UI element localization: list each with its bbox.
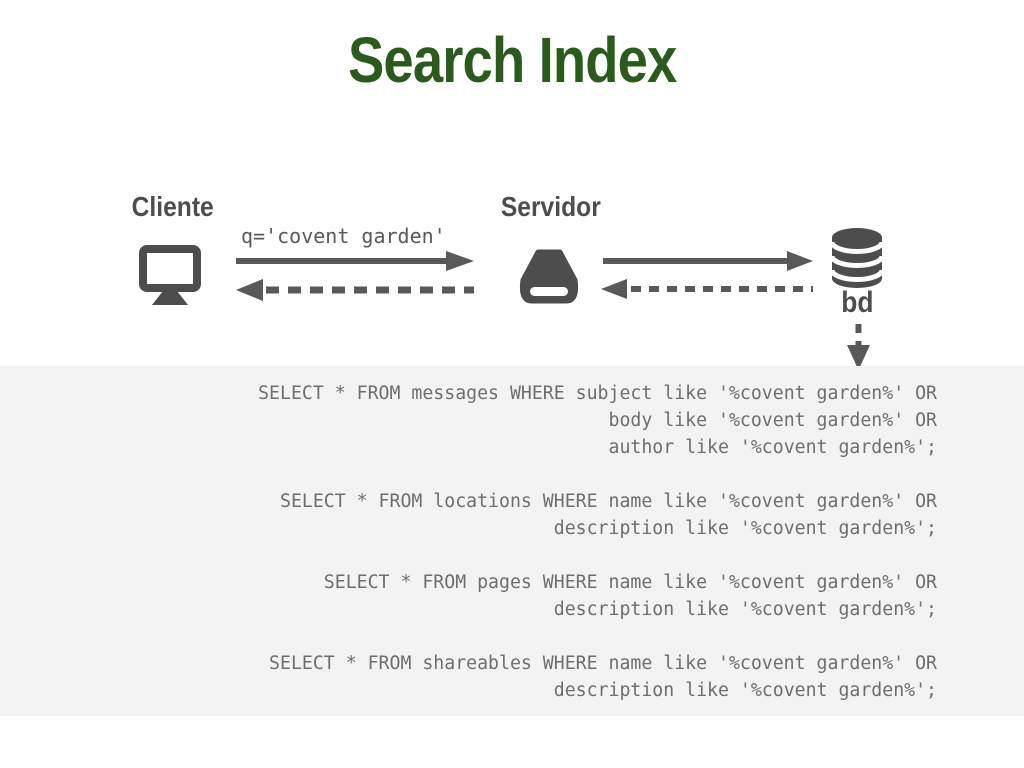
server-label: Servidor: [501, 191, 601, 222]
client-label: Cliente: [131, 191, 214, 222]
monitor-icon: [139, 245, 201, 305]
database-cylinder-icon: [831, 228, 883, 288]
database-label: bd: [840, 286, 874, 319]
page-title: Search Index: [0, 28, 1024, 92]
arrow-down-dashed-icon: [847, 324, 870, 370]
sql-queries-text: SELECT * FROM messages WHERE subject lik…: [258, 383, 937, 701]
sql-panel: [0, 366, 1024, 716]
query-annotation: q='covent garden': [241, 224, 446, 248]
arrow-right-icon: [236, 251, 474, 271]
server-icon: [519, 249, 579, 304]
arrow-left-dashed-icon: [601, 279, 813, 299]
page-title-text: Search Index: [347, 24, 677, 96]
arrow-right-icon: [603, 251, 813, 271]
arrow-left-dashed-icon: [236, 279, 474, 301]
